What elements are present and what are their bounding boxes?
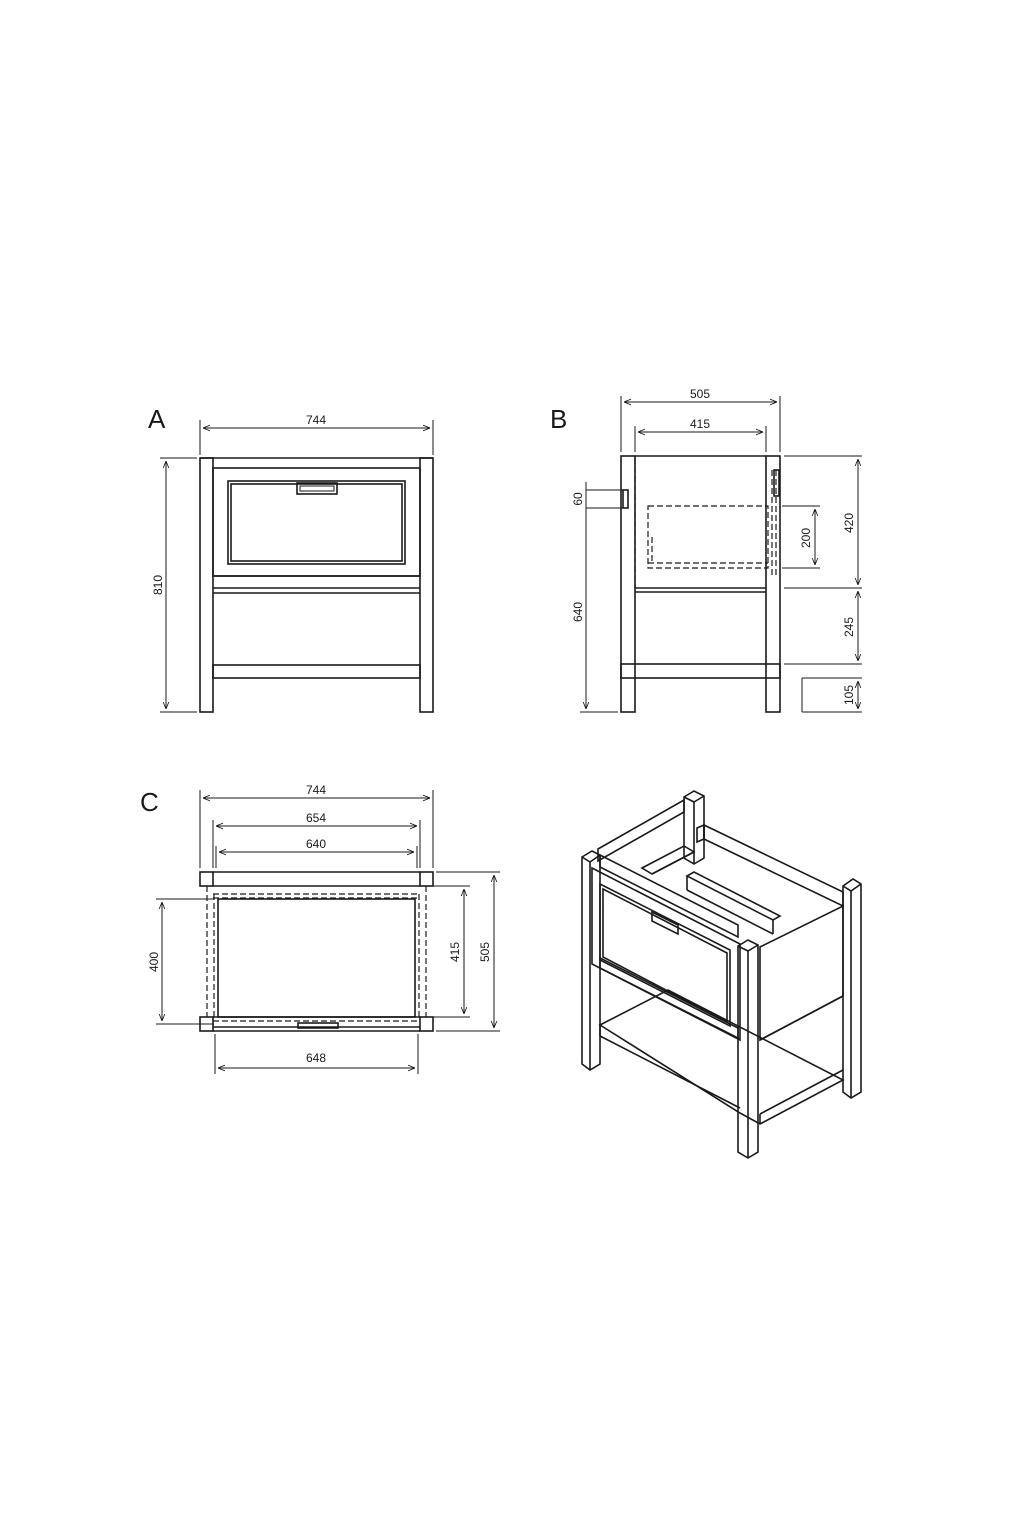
- svg-text:400: 400: [147, 952, 161, 972]
- view-a-front: A 744 810: [148, 404, 434, 713]
- svg-text:744: 744: [306, 413, 326, 427]
- svg-text:200: 200: [799, 528, 813, 548]
- dim-height-640: 640: [571, 508, 618, 713]
- svg-text:648: 648: [306, 1051, 326, 1065]
- svg-text:640: 640: [306, 837, 326, 851]
- isometric-view: [581, 790, 862, 1159]
- dim-width-744-top: 744: [199, 783, 434, 868]
- svg-text:505: 505: [478, 942, 492, 962]
- svg-text:654: 654: [306, 811, 326, 825]
- dim-depth-400: 400: [147, 898, 214, 1025]
- post-front-right: [419, 871, 434, 887]
- drawer-handle: [296, 482, 338, 495]
- svg-text:245: 245: [842, 617, 856, 637]
- iso-leg-back-right: [842, 878, 862, 1099]
- dim-depth-415-top: 415: [430, 885, 470, 1018]
- right-leg: [419, 457, 434, 713]
- left-leg: [199, 457, 214, 713]
- bottom-shelf: [212, 664, 421, 679]
- dim-depth-505-top: 505: [436, 871, 500, 1032]
- side-shelf: [620, 663, 781, 679]
- iso-drawer-front: [591, 866, 741, 1042]
- drawer-inner-panel: [230, 483, 403, 562]
- view-c-top: C 744 654: [140, 783, 500, 1074]
- dim-height-105: 105: [801, 677, 862, 713]
- view-b-side: B 505 415: [550, 387, 862, 713]
- drawer-handle-top: [297, 1022, 339, 1029]
- dim-height-245: 245: [784, 591, 862, 665]
- dim-width-648: 648: [214, 1034, 419, 1074]
- dim-height-200: 200: [782, 505, 820, 569]
- view-c-label: C: [140, 787, 159, 817]
- dim-width-654: 654: [212, 811, 421, 868]
- iso-drawer-handle: [651, 910, 679, 936]
- back-leg: [765, 455, 781, 713]
- svg-text:415: 415: [448, 942, 462, 962]
- dim-depth-505: 505: [620, 387, 781, 452]
- svg-text:744: 744: [306, 783, 326, 797]
- svg-text:415: 415: [690, 417, 710, 431]
- iso-leg-front-right: [737, 939, 759, 1159]
- dim-height-60: 60: [571, 482, 587, 516]
- iso-shelf: [598, 989, 845, 1125]
- view-b-label: B: [550, 404, 567, 434]
- svg-text:505: 505: [690, 387, 710, 401]
- dim-height-810: 810: [151, 457, 197, 713]
- handle-side: [622, 489, 629, 509]
- svg-text:420: 420: [842, 513, 856, 533]
- drawer-top-outline: [217, 898, 416, 1018]
- svg-text:105: 105: [842, 685, 856, 705]
- dim-height-420: 420: [784, 455, 862, 589]
- view-a-label: A: [148, 404, 166, 434]
- iso-leg-front-left: [581, 850, 601, 1071]
- svg-text:810: 810: [151, 575, 165, 595]
- dim-width-640: 640: [215, 837, 418, 868]
- svg-text:60: 60: [571, 492, 585, 506]
- iso-drawer-panel: [599, 882, 731, 1028]
- post-front-left: [199, 871, 214, 887]
- drawer-panel: [227, 480, 406, 565]
- drawer-hidden-outline: [647, 505, 769, 569]
- svg-text:640: 640: [571, 602, 585, 622]
- post-back-right: [419, 1016, 434, 1032]
- dim-width-744: 744: [199, 413, 434, 455]
- dim-depth-415: 415: [634, 417, 767, 452]
